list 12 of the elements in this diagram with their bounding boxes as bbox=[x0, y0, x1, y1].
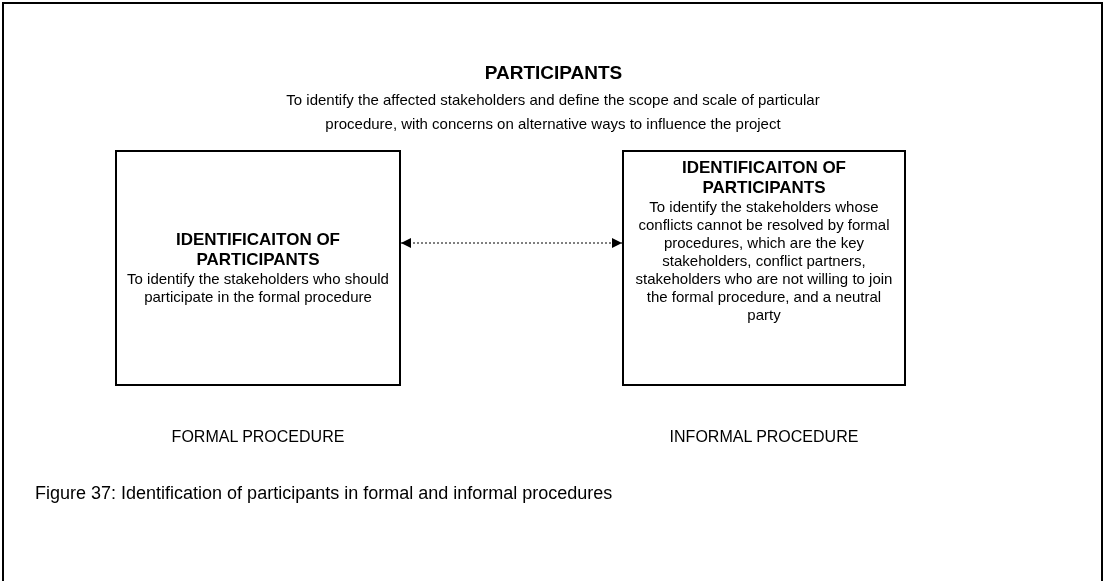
text-box bbox=[115, 150, 401, 386]
double-arrow bbox=[400, 238, 623, 248]
diagram-title: PARTICIPANTS bbox=[483, 62, 624, 84]
figure-caption: Figure 37: Identification of participants in formal and informal procedures bbox=[35, 483, 613, 504]
box-body: To identify the stakeholders whose conflicts cannot be resolved by formal procedures, which are the key stakeholders, conflict partners, stakeholders who are not willing to join the formal procedure, and a neutral party bbox=[634, 198, 894, 324]
box-heading: IDENTIFICAITON OF PARTICIPANTS bbox=[175, 230, 341, 270]
text-box bbox=[622, 150, 906, 386]
box-body: To identify the stakeholders who should participate in the formal procedure bbox=[127, 270, 389, 306]
box-heading: IDENTIFICAITON OF PARTICIPANTS bbox=[681, 158, 847, 198]
procedure-label: FORMAL PROCEDURE bbox=[170, 428, 346, 446]
description-text: To identify the affected stakeholders and define the scope and scale of particular procedure, with concerns on alternative ways to influence the project bbox=[285, 90, 821, 134]
procedure-label: INFORMAL PROCEDURE bbox=[668, 428, 860, 446]
